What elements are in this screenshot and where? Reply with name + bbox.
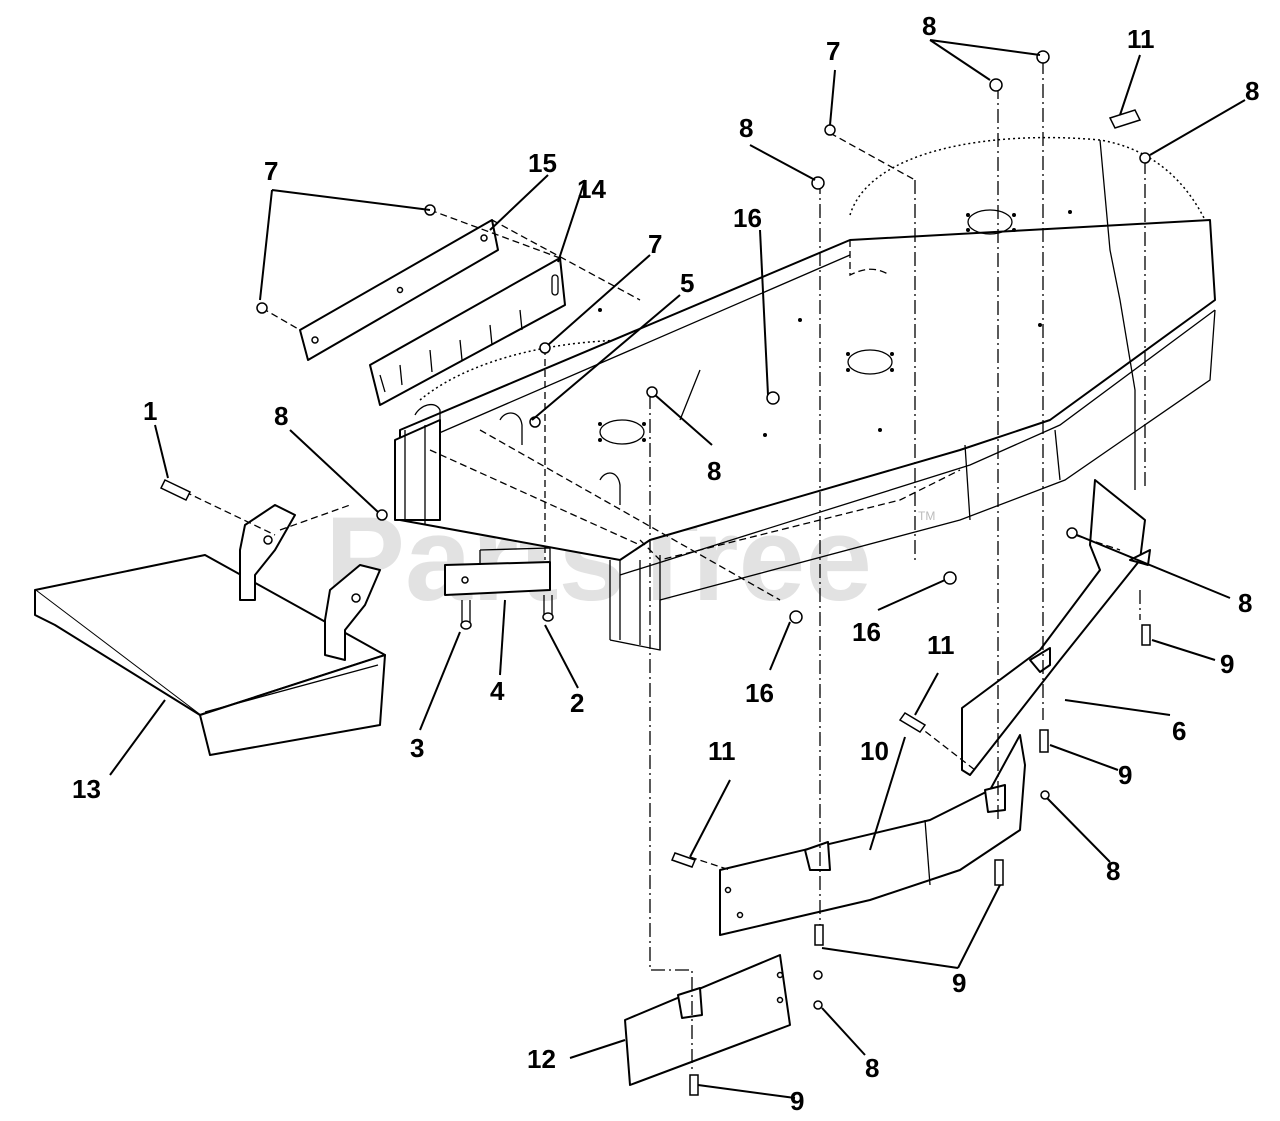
right-baffle xyxy=(961,479,1151,776)
callout-9-right: 9 xyxy=(1220,649,1234,679)
callout-10: 10 xyxy=(860,736,889,766)
callout-3: 3 xyxy=(410,733,424,763)
spindle-hole-center xyxy=(847,349,893,375)
callout-8-upper-right: 8 xyxy=(1245,76,1259,106)
callout-8-right: 8 xyxy=(1238,588,1252,618)
callout-7-left: 7 xyxy=(264,156,278,186)
callout-15: 15 xyxy=(528,148,557,178)
spindle-hole-right xyxy=(967,209,1013,235)
callout-6: 6 xyxy=(1172,716,1186,746)
callout-11-top: 11 xyxy=(1127,24,1155,54)
spindle-hole-left xyxy=(599,419,645,445)
callout-7-top: 7 xyxy=(826,36,840,66)
callout-5: 5 xyxy=(680,268,694,298)
callout-11-left: 11 xyxy=(708,736,736,766)
callout-16-top: 16 xyxy=(733,203,762,233)
chute-mount-area xyxy=(394,403,781,601)
callout-8-left: 8 xyxy=(274,401,288,431)
callout-9-mid-right: 9 xyxy=(1118,760,1132,790)
discharge-chute xyxy=(34,554,386,756)
callout-11-right: 11 xyxy=(927,630,955,660)
callout-9-center: 9 xyxy=(952,968,966,998)
support-plate xyxy=(299,219,499,361)
callout-12: 12 xyxy=(527,1044,556,1074)
callout-8-top: 8 xyxy=(922,11,936,41)
callout-9-bottom: 9 xyxy=(790,1086,804,1116)
callout-8-center: 8 xyxy=(707,456,721,486)
assembly-lines xyxy=(174,60,1146,1070)
callout-8-bottom: 8 xyxy=(865,1053,879,1083)
leader-lines xyxy=(109,39,1246,1099)
callout-8-upper-mid: 8 xyxy=(739,113,753,143)
callout-7-center: 7 xyxy=(648,229,662,259)
callout-2: 2 xyxy=(570,688,584,718)
callout-16-right: 16 xyxy=(852,617,881,647)
callout-1: 1 xyxy=(143,396,157,426)
deck-top-outline-right xyxy=(849,136,1206,221)
callout-labels: 1 2 3 4 5 6 7 7 7 8 8 8 8 8 8 8 8 9 9 9 … xyxy=(72,11,1259,1116)
trademark-mark: TM xyxy=(918,509,935,523)
center-baffle xyxy=(719,734,1026,936)
callout-8-lower-right: 8 xyxy=(1106,856,1120,886)
chute-hinge-brackets xyxy=(239,504,381,661)
callout-13: 13 xyxy=(72,774,101,804)
baffle-plate xyxy=(369,257,566,406)
chute-stop-block xyxy=(444,547,554,630)
callout-14: 14 xyxy=(577,174,606,204)
callout-16-bottom: 16 xyxy=(745,678,774,708)
callout-4: 4 xyxy=(490,676,505,706)
front-baffle xyxy=(624,954,791,1086)
hardware xyxy=(159,50,1151,1096)
